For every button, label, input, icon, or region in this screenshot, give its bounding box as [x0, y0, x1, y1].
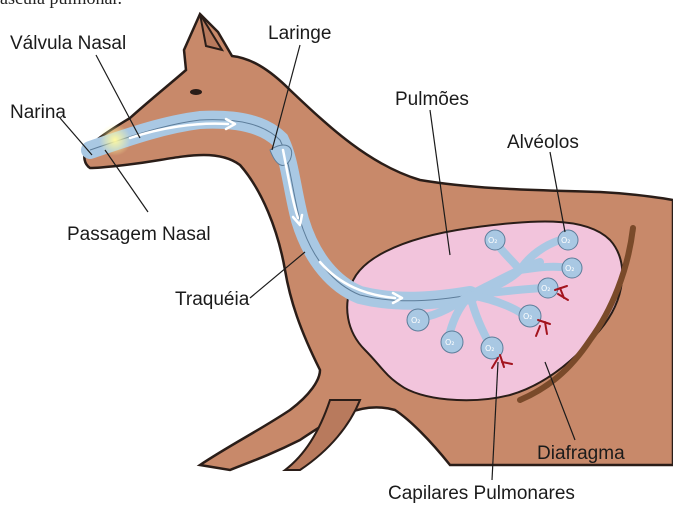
- svg-text:O₂: O₂: [411, 316, 421, 325]
- label-pulmoes: Pulmões: [395, 90, 469, 109]
- svg-text:O₂: O₂: [445, 338, 455, 347]
- nostril-glow: [99, 124, 131, 156]
- label-alveolos: Alvéolos: [507, 133, 579, 152]
- svg-text:O₂: O₂: [565, 264, 575, 273]
- horse-eye: [190, 89, 202, 95]
- svg-text:O₂: O₂: [485, 344, 495, 353]
- label-diafragma: Diafragma: [537, 444, 625, 463]
- label-passagem-nasal: Passagem Nasal: [67, 225, 211, 244]
- label-valvula-nasal: Válvula Nasal: [10, 34, 126, 53]
- label-capilares-pulmonares: Capilares Pulmonares: [388, 484, 575, 503]
- svg-text:O₂: O₂: [523, 312, 533, 321]
- svg-text:O₂: O₂: [541, 284, 551, 293]
- svg-text:O₂: O₂: [488, 236, 498, 245]
- label-traqueia: Traquéia: [175, 290, 249, 309]
- label-laringe: Laringe: [268, 24, 331, 43]
- svg-text:O₂: O₂: [561, 236, 571, 245]
- label-narina: Narina: [10, 103, 66, 122]
